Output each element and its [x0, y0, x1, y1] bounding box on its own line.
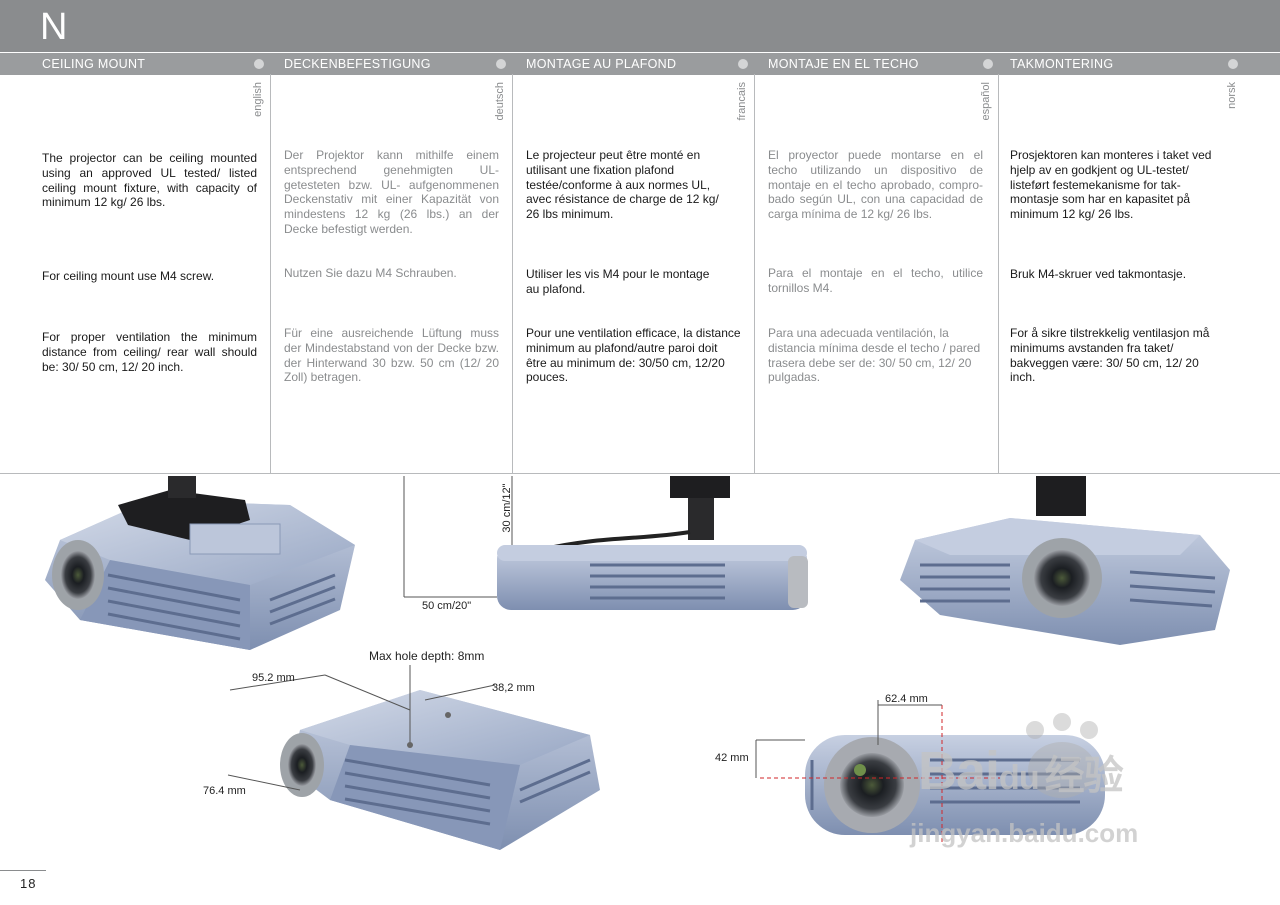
dimension-label: 38,2 mm [492, 682, 535, 694]
paragraph-ventilation: For proper ventilation the minimum dista… [42, 330, 257, 374]
heading-espanol: MONTAJE EN EL TECHO [768, 53, 993, 75]
mounting-holes-image [227, 665, 600, 850]
column-heading-row: CEILING MOUNT DECKENBEFESTIGUNG MONTAGE … [0, 52, 1280, 75]
watermark-main: Bai [918, 741, 1000, 801]
dimension-label: 42 mm [715, 752, 749, 764]
heading-label: TAKMONTERING [1010, 57, 1114, 71]
bullet-icon [738, 59, 748, 69]
watermark-cn: 经验 [1044, 754, 1124, 798]
dimension-label: 76.4 mm [203, 785, 246, 797]
heading-francais: MONTAGE AU PLAFOND [526, 53, 751, 75]
paragraph-capacity: Prosjektoren kan monteres i taket ved hj… [1010, 148, 1212, 222]
top-bar: N [0, 0, 1280, 52]
paragraph-capacity: The projector can be ceiling mounted usi… [42, 151, 257, 210]
bullet-icon [983, 59, 993, 69]
column-divider [512, 74, 513, 474]
heading-label: DECKENBEFESTIGUNG [284, 57, 431, 71]
section-letter: N [40, 6, 68, 48]
heading-english: CEILING MOUNT [42, 53, 267, 75]
paragraph-capacity: El proyector puede montarse en el techo … [768, 148, 983, 222]
paragraph-ventilation: Für eine ausreichende Lüftung muss der M… [284, 326, 499, 385]
lens-dimension-image [755, 700, 1105, 845]
paragraph-screw: For ceiling mount use M4 screw. [42, 269, 215, 283]
heading-deutsch: DECKENBEFESTIGUNG [284, 53, 509, 75]
heading-label: MONTAJE EN EL TECHO [768, 57, 919, 71]
heading-norsk: TAKMONTERING [1010, 53, 1240, 75]
bullet-icon [1228, 59, 1238, 69]
heading-label: MONTAGE AU PLAFOND [526, 57, 677, 71]
paragraph-screw: Para el montaje en el techo, utilice tor… [768, 266, 983, 295]
page-number-rule [0, 870, 46, 871]
paragraph-screw: Bruk M4-skruer ved takmontasje. [1010, 267, 1187, 281]
bullet-icon [496, 59, 506, 69]
paragraph-ventilation: For å sikre tilstrekkelig ventilasjon må… [1010, 326, 1210, 385]
column-divider [754, 74, 755, 474]
bullet-icon [254, 59, 264, 69]
page-number: 18 [20, 876, 37, 891]
heading-label: CEILING MOUNT [42, 57, 146, 71]
watermark-url: jingyan.baidu.com [910, 818, 1139, 848]
max-hole-depth-label: Max hole depth: 8mm [369, 649, 485, 663]
dimension-label: 62.4 mm [885, 693, 928, 705]
watermark-logo [1026, 713, 1098, 798]
paragraph-capacity: Le projecteur peut être monté en utilisa… [526, 148, 719, 222]
vertical-distance-text: 30 cm/12" [501, 483, 513, 533]
watermark-paw-text: du [999, 759, 1040, 797]
projector-front-image [900, 476, 1230, 645]
ceiling-distance-image [403, 476, 808, 610]
paragraph-ventilation: Pour une ventilation efficace, la distan… [526, 326, 741, 385]
paragraph-screw: Nutzen Sie dazu M4 Schrauben. [284, 266, 457, 280]
projector-with-mount-image [45, 476, 355, 650]
text-section-divider [0, 473, 1280, 474]
dimension-label: 95.2 mm [252, 672, 295, 684]
horizontal-distance-label: 50 cm/20" [422, 600, 472, 612]
paragraph-ventilation: Para una adecuada ventilación, la distan… [768, 326, 981, 385]
column-divider [270, 74, 271, 474]
column-divider [998, 74, 999, 474]
paragraph-screw: Utiliser les vis M4 pour le montage au p… [526, 267, 710, 296]
paragraph-capacity: Der Projektor kann mithilfe einem entspr… [284, 148, 499, 236]
vertical-distance-label: 30 cm/12" [497, 480, 513, 540]
